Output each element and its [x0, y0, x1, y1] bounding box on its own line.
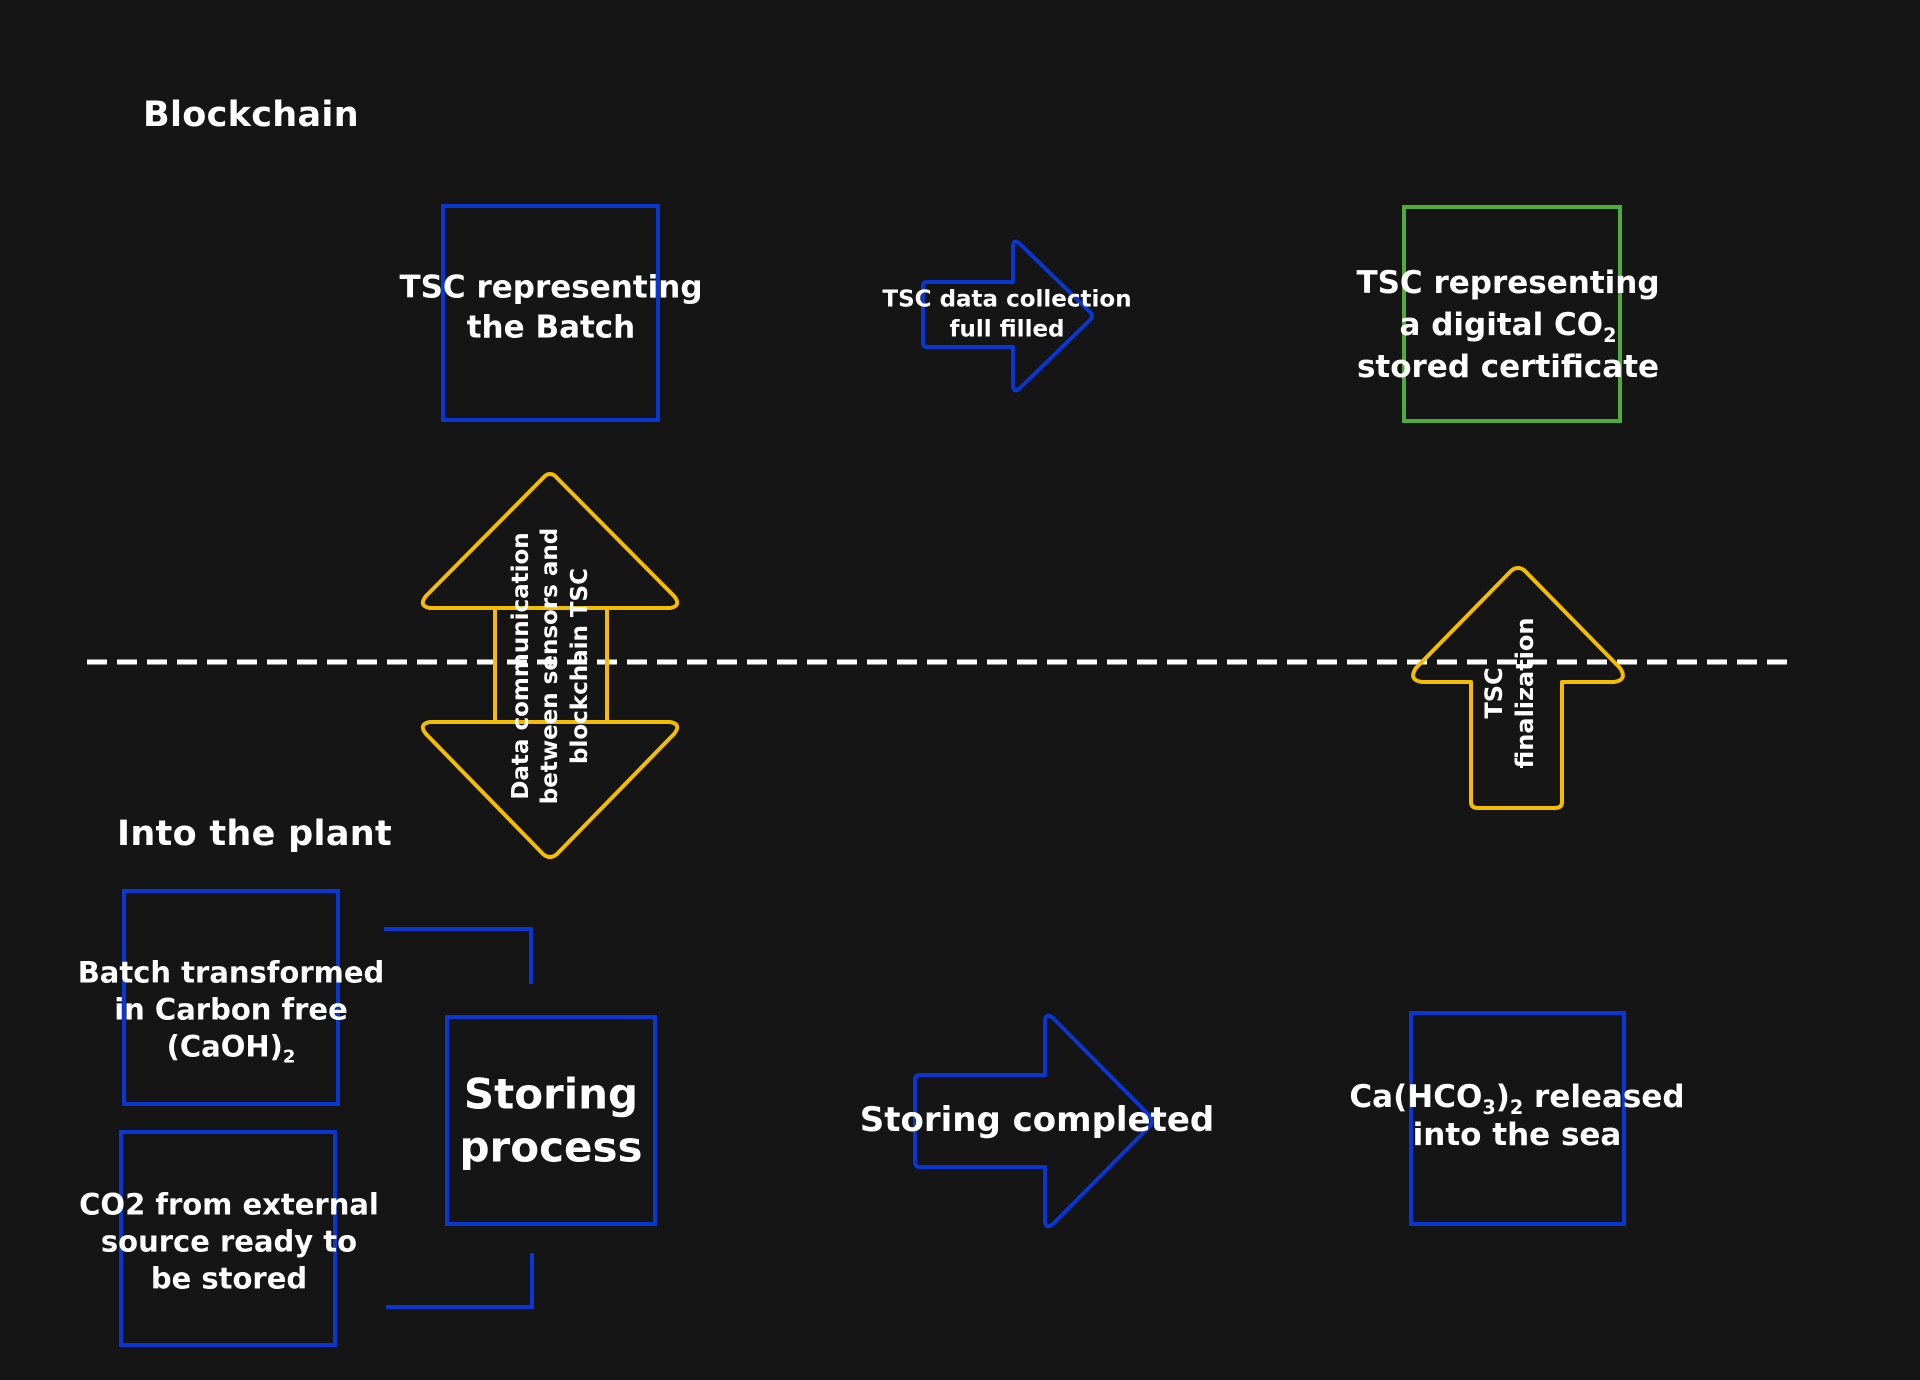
released-subscript-2: 2 [1509, 1095, 1524, 1119]
data-communication-line1: Data communication [507, 532, 534, 800]
certificate-line2-text: a digital CO [1399, 307, 1604, 344]
released-line1: Ca(HCO3)2 released [1349, 1079, 1684, 1117]
batch-transformed-formula: (CaOH) [166, 1029, 283, 1064]
data-communication-double-arrow [420, 472, 680, 859]
released-formula-b: ) [1495, 1079, 1510, 1116]
connector-top [384, 927, 533, 984]
data-collection-line1: TSC data collection [882, 286, 1132, 313]
co2-external-box [119, 1130, 337, 1347]
finalization-up-arrow [1411, 566, 1625, 810]
tsc-batch-line1: TSC representing [399, 269, 703, 306]
batch-transformed-line1: Batch transformed [77, 955, 385, 990]
data-collection-arrow [921, 239, 1094, 393]
certificate-label: TSC representing a digital CO2 stored ce… [1356, 263, 1659, 389]
finalization-line1: TSC [1479, 667, 1508, 719]
connector-bottom [386, 1253, 534, 1309]
data-collection-line2: full filled [949, 317, 1065, 343]
data-communication-line2: between sensors and [537, 527, 564, 805]
data-communication-line3: blockchain TSC [566, 567, 593, 765]
released-formula-a: Ca(HCO [1349, 1079, 1483, 1116]
storing-process-line2: process [459, 1122, 643, 1171]
co2-external-line2: source ready to [100, 1224, 358, 1259]
released-line2: into the sea [1412, 1117, 1622, 1153]
released-into-sea-label: Ca(HCO3)2 released into the sea [1349, 1079, 1684, 1155]
finalization-line2: finalization [1511, 617, 1539, 769]
section-title-blockchain: Blockchain [143, 95, 359, 135]
co2-external-line1: CO2 from external [79, 1187, 379, 1222]
tsc-batch-label: TSC representing the Batch [399, 268, 702, 349]
tsc-batch-box [441, 204, 660, 422]
released-into-sea-box [1409, 1011, 1626, 1226]
certificate-line3: stored certificate [1356, 348, 1660, 385]
released-subscript-3: 3 [1482, 1095, 1496, 1119]
co2-external-label: CO2 from external source ready to be sto… [79, 1186, 379, 1297]
storing-process-line1: Storing [463, 1069, 639, 1119]
batch-transformed-line3: (CaOH)2 [78, 1029, 385, 1068]
certificate-line1: TSC representing [1356, 265, 1660, 302]
certificate-box [1402, 205, 1622, 423]
storing-process-label: Storing process [459, 1069, 642, 1174]
data-collection-label: TSC data collection full filled [882, 285, 1131, 346]
certificate-line2-subscript: 2 [1603, 323, 1617, 347]
certificate-line2: a digital CO2 [1356, 305, 1659, 347]
batch-transformed-subscript: 2 [282, 1046, 296, 1068]
batch-transformed-line2: in Carbon free [114, 992, 348, 1027]
data-communication-label: Data communication between sensors and b… [507, 528, 595, 804]
batch-transformed-label: Batch transformed in Carbon free (CaOH)2 [77, 954, 385, 1068]
section-title-plant: Into the plant [117, 814, 392, 854]
storing-completed-label: Storing completed [859, 1100, 1215, 1140]
co2-external-line3: be stored [150, 1261, 308, 1296]
tsc-batch-line2: the Batch [466, 310, 636, 346]
batch-transformed-box [122, 889, 340, 1106]
finalization-label: TSC finalization [1479, 618, 1541, 769]
released-formula-c: released [1523, 1079, 1685, 1116]
storing-completed-arrow [913, 1013, 1154, 1229]
storing-process-box [445, 1015, 657, 1226]
